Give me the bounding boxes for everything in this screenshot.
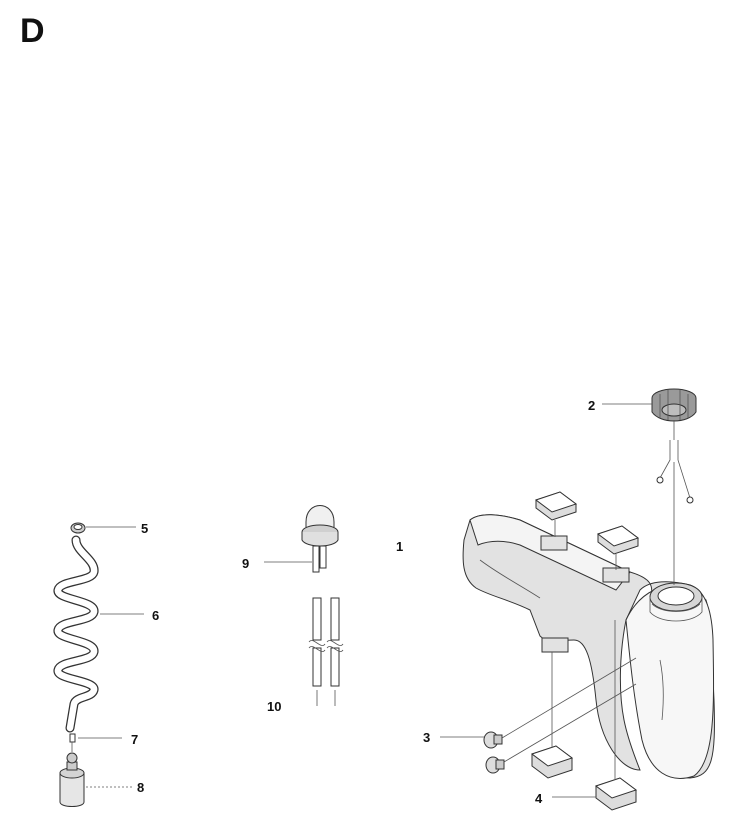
callout-10: 10 — [267, 699, 281, 714]
callout-9: 9 — [242, 556, 249, 571]
primer-bulb — [264, 505, 339, 573]
rubber-mount-bottom-right — [594, 620, 638, 811]
hose-fitting — [69, 733, 122, 752]
fuel-tank — [462, 514, 715, 779]
tank-top-mounts — [540, 535, 630, 653]
callout-1: 1 — [396, 539, 403, 554]
section-letter: D — [20, 12, 45, 50]
callout-5: 5 — [141, 521, 148, 536]
callout-4: 4 — [535, 791, 543, 806]
rubber-mount-bottom-left — [530, 652, 574, 779]
fuel-hose-coil — [53, 535, 144, 733]
fuel-neck — [649, 582, 703, 622]
washer — [70, 522, 136, 534]
callout-6: 6 — [152, 608, 159, 623]
fuel-cap — [651, 388, 697, 504]
fuel-filter — [59, 752, 132, 807]
callout-7: 7 — [131, 732, 138, 747]
rubber-mount-top-right — [596, 525, 640, 570]
callout-8: 8 — [137, 780, 144, 795]
fuel-lines — [308, 597, 344, 706]
callout-2: 2 — [588, 398, 595, 413]
rubber-mount-top-left — [534, 491, 578, 537]
screw-lower — [485, 683, 637, 774]
screw-upper — [483, 657, 637, 749]
callout-3: 3 — [423, 730, 430, 745]
